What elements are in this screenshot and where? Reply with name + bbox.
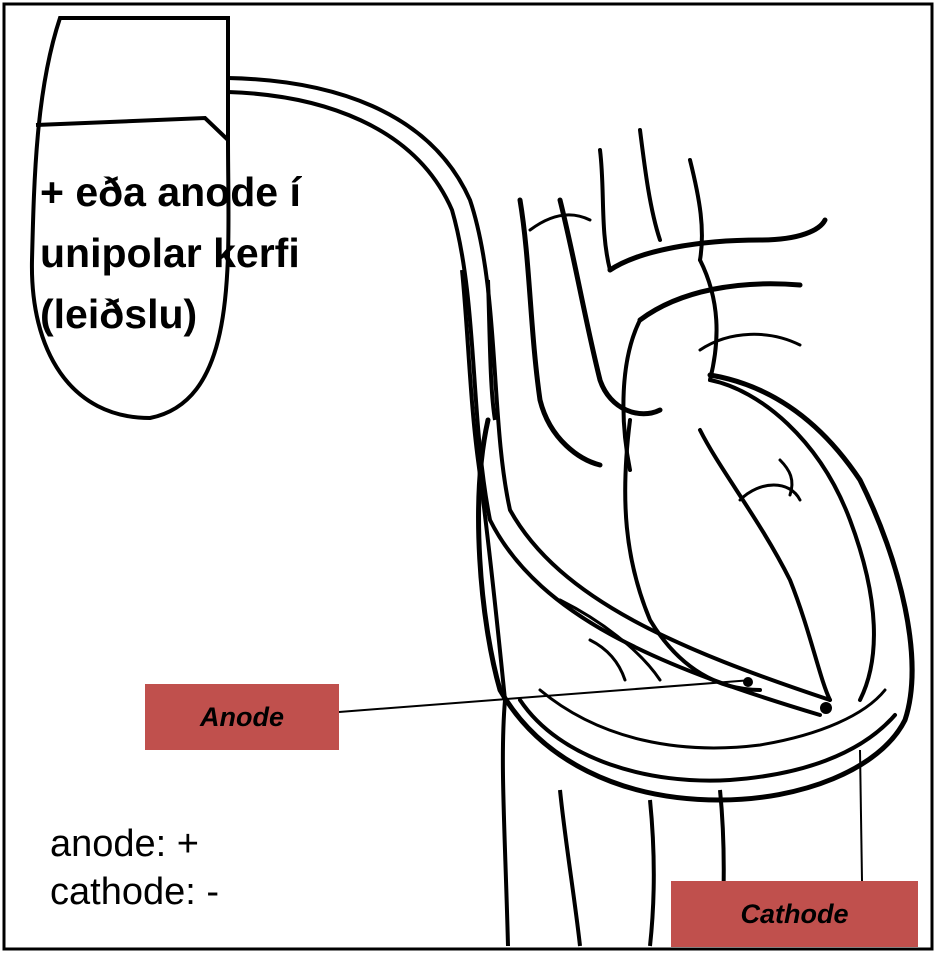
anode-leader-line [339,680,752,712]
anode-callout-label: Anode [200,702,284,733]
cathode-callout-label: Cathode [741,899,849,930]
anode-callout: Anode [145,684,339,750]
lead-tip-cathode [820,702,832,714]
legend-line-cathode: cathode: - [50,868,219,916]
pacing-lead [228,78,830,715]
great-vessels [520,130,825,470]
generator-label-line: unipolar kerfi [40,223,301,284]
lead-ring-anode [743,677,753,687]
legend-line-anode: anode: + [50,820,219,868]
diagram-border [4,4,932,949]
polarity-legend: anode: + cathode: - [50,820,219,916]
cathode-callout: Cathode [671,881,918,947]
cathode-leader-line [860,750,862,881]
generator-label: + eða anode í unipolar kerfi (leiðslu) [40,162,301,345]
generator-label-line: + eða anode í [40,162,301,223]
generator-label-line: (leiðslu) [40,284,301,345]
